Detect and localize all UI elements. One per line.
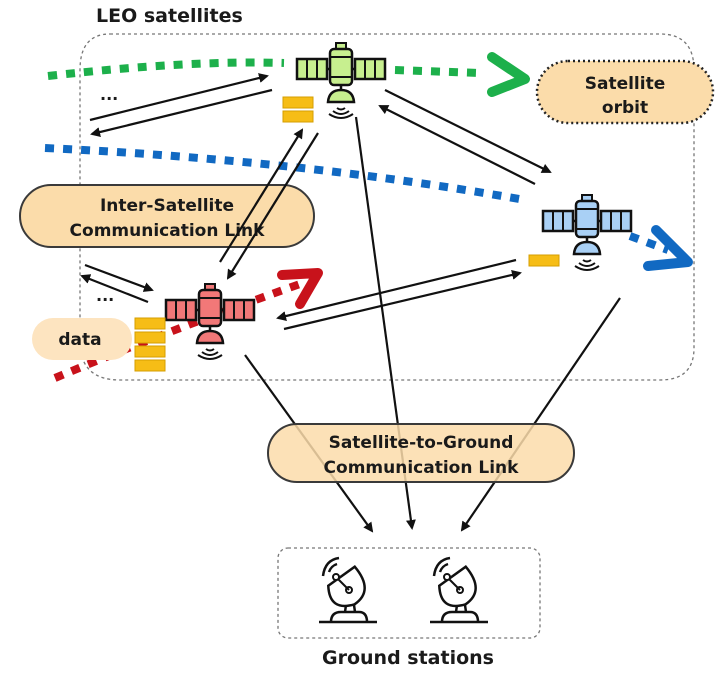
arrow-left-to-green: [89, 73, 269, 122]
ellipsis-top: ···: [100, 89, 118, 108]
data-block: [134, 345, 166, 358]
ellipsis-bottom: ···: [96, 290, 114, 309]
data-block: [134, 317, 166, 330]
arrow-blue-to-ground: [460, 297, 621, 532]
red-orbit-path: [53, 280, 302, 382]
arrow-red-to-left: [80, 274, 149, 304]
data-blocks-blue: [528, 254, 560, 267]
arrow-red-to-blue: [283, 269, 522, 331]
data-label-box: [32, 318, 132, 360]
inter-satellite-link-label-box: [19, 184, 315, 248]
blue-orbit-path-2: [628, 232, 670, 254]
inter-satellite-arrows: [80, 73, 552, 331]
green-orbit-path-2: [394, 66, 481, 77]
satellite-orbit-label-box: [535, 59, 715, 125]
data-blocks-green: [282, 96, 314, 123]
red-orbit-arrowhead: [277, 268, 323, 309]
satellite-orbit-label-line1: Satellite: [585, 74, 666, 94]
arrow-red-to-green: [219, 128, 304, 263]
data-block: [282, 96, 314, 109]
data-blocks-red: [134, 317, 166, 372]
arrow-blue-to-red: [276, 258, 517, 321]
data-block: [134, 331, 166, 344]
ground-link-label-line1: Satellite-to-Ground: [329, 433, 514, 453]
ground-stations-boundary: [277, 547, 541, 639]
green-orbit-arrowhead: [487, 52, 530, 97]
green-orbit-path: [47, 58, 285, 80]
data-label: data: [58, 330, 101, 350]
satellite-orbit-label-line2: orbit: [602, 98, 648, 118]
leo-region-boundary: [79, 33, 695, 381]
title: LEO satellites: [96, 5, 243, 27]
arrow-green-to-left: [90, 88, 273, 137]
blue-orbit-arrowhead: [643, 225, 693, 271]
data-block: [134, 359, 166, 372]
inter-satellite-label-line2: Communication Link: [70, 221, 266, 241]
inter-satellite-label-line1: Inter-Satellite: [100, 196, 234, 216]
ground-station-dish-2: [428, 556, 490, 624]
ground-station-dish-1: [317, 556, 379, 624]
blue-orbit-path: [44, 144, 526, 204]
arrow-green-to-red: [226, 132, 319, 280]
ground-stations-label: Ground stations: [322, 647, 494, 669]
arrow-left-to-red: [84, 263, 154, 292]
ground-link-label-line2: Communication Link: [324, 458, 520, 478]
arrow-green-to-blue: [384, 89, 552, 173]
data-block: [528, 254, 560, 267]
ground-link-label-box: [267, 423, 575, 483]
data-block: [282, 110, 314, 123]
arrow-blue-to-green: [378, 105, 536, 185]
satellite-red: [164, 282, 256, 361]
